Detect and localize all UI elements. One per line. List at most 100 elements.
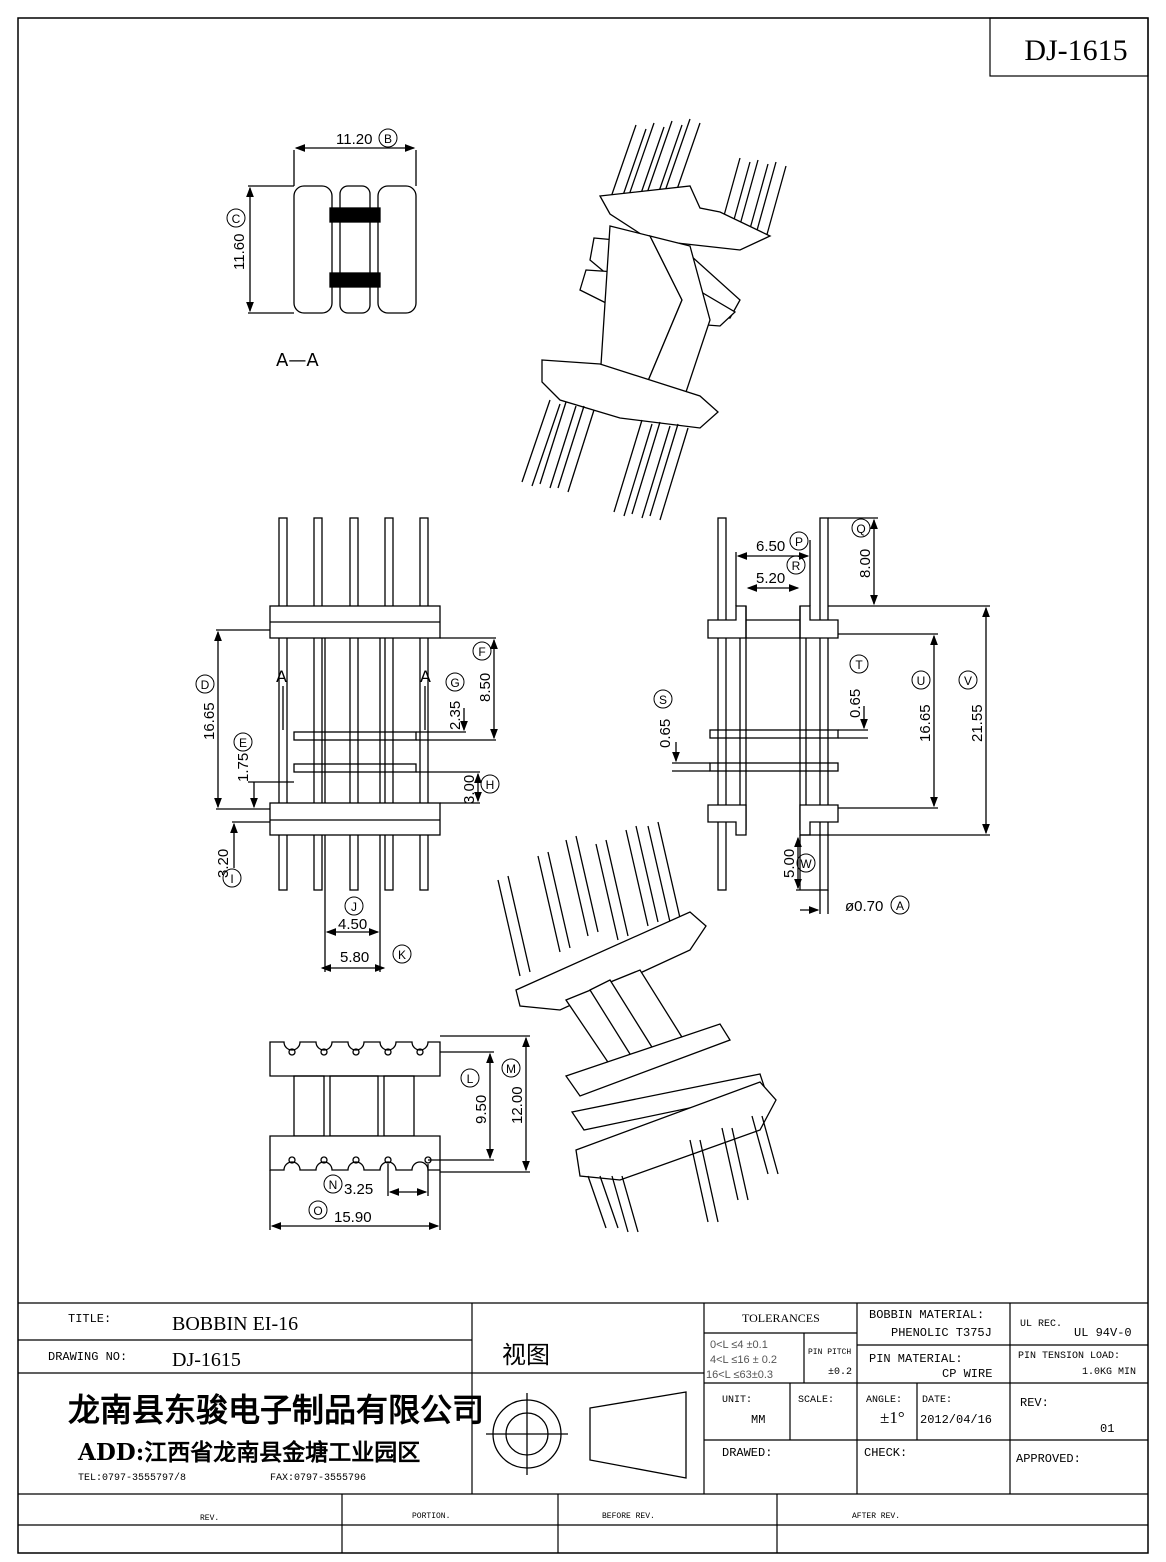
dim-m-id: M	[506, 1062, 516, 1076]
dim-o-id: O	[313, 1204, 322, 1218]
dim-o-value: 15.90	[334, 1209, 372, 1226]
date-label: DATE:	[922, 1395, 952, 1406]
dim-e-id: E	[239, 736, 247, 750]
dim-b-value: 11.20	[336, 131, 372, 148]
dim-j-id: J	[351, 900, 357, 914]
dim-d-value: 16.65	[201, 702, 218, 740]
dim-f-id: F	[478, 645, 485, 659]
dim-h-id: H	[486, 778, 495, 792]
dim-b-id: B	[384, 132, 392, 146]
dim-r-value: 5.20	[756, 570, 785, 587]
dim-a-id: A	[896, 899, 904, 913]
isometric-view-top	[521, 118, 787, 521]
bobbin-material-label: BOBBIN MATERIAL:	[869, 1308, 984, 1322]
projection-symbol	[486, 1391, 687, 1479]
dim-l-value: 9.50	[473, 1095, 490, 1124]
scale-label: SCALE:	[798, 1395, 834, 1406]
drawing-no-value: DJ-1615	[172, 1349, 241, 1371]
title-value: BOBBIN EI-16	[172, 1313, 298, 1335]
view-label: 视图	[502, 1341, 550, 1369]
after-rev-col-header: AFTER REV.	[852, 1512, 900, 1521]
dim-s-id: S	[659, 693, 667, 707]
dim-g-id: G	[450, 676, 459, 690]
section-label: A—A	[276, 350, 319, 371]
header-code: DJ-1615	[1024, 34, 1127, 67]
dim-n-id: N	[329, 1178, 338, 1192]
dim-j-balloon	[344, 896, 364, 916]
dim-v-balloon	[958, 670, 978, 690]
dim-i-balloon	[222, 868, 242, 888]
dim-r-balloon	[786, 555, 806, 575]
dim-g-value: 2.35	[447, 701, 464, 730]
dim-v-value: 21.55	[969, 704, 986, 742]
dim-i-id: I	[230, 872, 233, 886]
title-label: TITLE:	[68, 1312, 111, 1326]
front-view	[214, 517, 498, 972]
dim-a-value: ø0.70	[845, 898, 883, 915]
pin-tension-value: 1.0KG MIN	[1082, 1367, 1136, 1378]
drawed-label: DRAWED:	[722, 1446, 772, 1460]
dim-l-balloon	[460, 1068, 480, 1088]
rev-col-header: REV.	[200, 1514, 219, 1523]
dim-n-value: 3.25	[344, 1181, 373, 1198]
dim-c-id: C	[232, 212, 241, 226]
dim-t-id: T	[855, 658, 863, 672]
bobbin-material-value: PHENOLIC T375J	[891, 1326, 992, 1340]
section-marker-left: A	[276, 667, 287, 686]
dim-w-balloon	[796, 853, 816, 873]
dim-e-balloon	[233, 732, 253, 752]
dim-k-balloon	[392, 944, 412, 964]
portion-col-header: PORTION.	[412, 1512, 450, 1521]
dim-p-balloon	[789, 531, 809, 551]
dim-t-value: 0.65	[847, 689, 864, 718]
rev-value: 01	[1100, 1422, 1114, 1436]
dim-o-balloon	[308, 1200, 328, 1220]
drawing-frame	[17, 17, 1149, 1554]
tolerance-row-3: 16<L ≤63±0.3	[706, 1369, 773, 1381]
dim-k-value: 5.80	[340, 949, 369, 966]
dim-u-id: U	[917, 674, 926, 688]
dim-a-balloon	[890, 895, 910, 915]
company-address: ADD:江西省龙南县金塘工业园区	[77, 1439, 420, 1466]
tolerance-row-1: 0<L ≤4 ±0.1	[710, 1339, 768, 1351]
dim-u-balloon	[911, 670, 931, 690]
angle-value: ±1°	[880, 1408, 905, 1427]
approved-label: APPROVED:	[1016, 1452, 1081, 1466]
dim-u-value: 16.65	[917, 704, 934, 742]
dim-d-balloon	[195, 674, 215, 694]
dim-c-balloon	[226, 208, 246, 228]
dim-w-value: 5.00	[781, 849, 798, 878]
pin-material-label: PIN MATERIAL:	[869, 1352, 963, 1366]
dim-e-value: 1.75	[235, 753, 252, 782]
ul-rec-value: UL 94V-0	[1074, 1326, 1132, 1340]
date-value: 2012/04/16	[920, 1413, 992, 1427]
dim-k-id: K	[398, 948, 406, 962]
rev-label: REV:	[1020, 1396, 1049, 1410]
dim-q-value: 8.00	[857, 549, 874, 578]
company-name: 龙南县东骏电子制品有限公司	[68, 1391, 484, 1429]
dim-m-balloon	[501, 1058, 521, 1078]
check-label: CHECK:	[864, 1446, 907, 1460]
dim-t-balloon	[849, 654, 869, 674]
tolerance-row-2: 4<L ≤16 ± 0.2	[710, 1354, 777, 1366]
section-view-a-a	[246, 144, 417, 314]
dim-n-balloon	[323, 1174, 343, 1194]
isometric-view-bottom	[497, 821, 779, 1233]
dim-b-balloon	[378, 128, 398, 148]
dim-i-value: 3.20	[215, 849, 232, 878]
before-rev-col-header: BEFORE REV.	[602, 1512, 655, 1521]
dim-s-balloon	[653, 689, 673, 709]
pin-pitch-label: PIN PITCH	[808, 1348, 851, 1357]
dim-m-value: 12.00	[509, 1086, 526, 1124]
dim-r-id: R	[792, 559, 801, 573]
header-code-box: DJ-1615	[989, 17, 1149, 77]
dim-l-id: L	[467, 1072, 474, 1086]
dim-p-value: 6.50	[756, 538, 785, 555]
unit-value: MM	[751, 1413, 765, 1427]
tolerances-label: TOLERANCES	[742, 1311, 820, 1325]
dim-p-id: P	[795, 535, 803, 549]
side-view	[672, 517, 990, 914]
dim-q-id: Q	[856, 522, 865, 536]
angle-label: ANGLE:	[866, 1395, 902, 1406]
